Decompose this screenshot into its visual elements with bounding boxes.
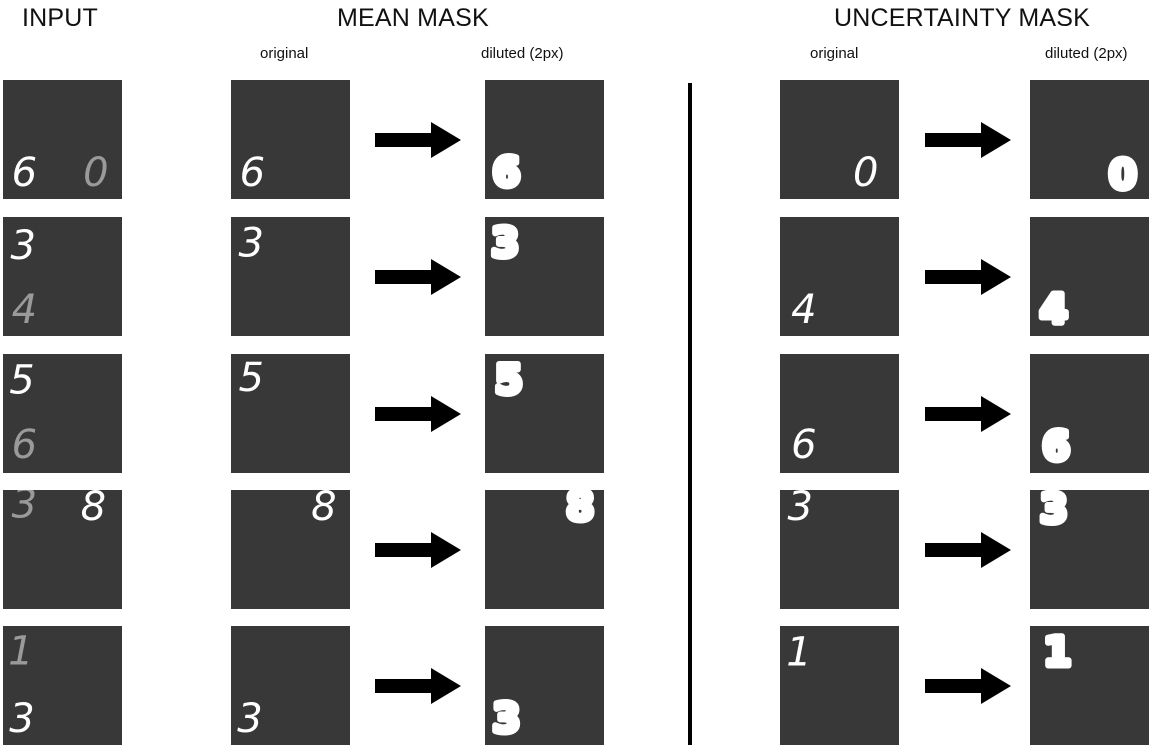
input-digit-2-1: 3 <box>10 223 35 269</box>
mean-arrow-2 <box>375 259 461 295</box>
mean-diluted-digit-4: 8 <box>566 490 594 530</box>
section-divider <box>688 83 692 745</box>
mean-diluted-label: diluted (2px) <box>481 45 564 62</box>
uncertainty-arrow-2 <box>925 259 1011 295</box>
uncertainty-original-digit-3: 6 <box>791 422 816 468</box>
uncertainty-diluted-panel-4: 3 <box>1030 490 1149 609</box>
mean-original-label: original <box>260 45 309 62</box>
uncertainty-original-panel-3: 6 <box>780 354 899 473</box>
uncertainty-diluted-panel-2: 4 <box>1030 217 1149 336</box>
input-digit-5-2: 3 <box>9 696 34 742</box>
mean-diluted-digit-3: 5 <box>495 358 523 404</box>
uncertainty-arrow-1 <box>925 122 1011 158</box>
uncertainty-diluted-panel-1: 0 <box>1030 80 1149 199</box>
input-digit-5-1: 1 <box>8 628 33 674</box>
uncertainty-diluted-digit-5: 1 <box>1043 630 1071 676</box>
mean-diluted-digit-2: 3 <box>491 221 519 267</box>
uncertainty-original-digit-2: 4 <box>791 287 816 333</box>
input-digit-1-2: 0 <box>83 150 108 196</box>
mean-diluted-panel-5: 3 <box>485 626 604 745</box>
mean-mask-heading: MEAN MASK <box>337 4 489 32</box>
uncertainty-original-digit-4: 3 <box>787 490 812 530</box>
input-digit-1-1: 6 <box>12 150 37 196</box>
uncertainty-diluted-digit-2: 4 <box>1040 287 1068 333</box>
mean-arrow-1 <box>375 122 461 158</box>
uncertainty-diluted-digit-1: 0 <box>1109 153 1137 199</box>
mean-diluted-digit-1: 6 <box>492 150 520 196</box>
input-digit-2-2: 4 <box>12 287 37 333</box>
input-digit-3-1: 5 <box>9 358 34 404</box>
input-digit-4-2: 8 <box>81 490 106 530</box>
mean-diluted-panel-1: 6 <box>485 80 604 199</box>
mean-original-digit-5: 3 <box>237 696 262 742</box>
mean-original-panel-5: 3 <box>231 626 350 745</box>
mean-original-panel-3: 5 <box>231 354 350 473</box>
mean-arrow-5 <box>375 668 461 704</box>
uncertainty-diluted-panel-5: 1 <box>1030 626 1149 745</box>
uncertainty-original-panel-5: 1 <box>780 626 899 745</box>
uncertainty-diluted-panel-3: 6 <box>1030 354 1149 473</box>
mean-original-digit-2: 3 <box>238 221 263 267</box>
mean-original-digit-3: 5 <box>238 355 263 401</box>
uncertainty-original-label: original <box>810 45 859 62</box>
mean-original-digit-1: 6 <box>240 150 265 196</box>
uncertainty-diluted-digit-3: 6 <box>1042 424 1070 470</box>
uncertainty-original-panel-4: 3 <box>780 490 899 609</box>
input-heading: INPUT <box>22 4 98 32</box>
mean-original-panel-1: 6 <box>231 80 350 199</box>
mean-diluted-panel-2: 3 <box>485 217 604 336</box>
mean-diluted-panel-3: 5 <box>485 354 604 473</box>
input-digit-4-1: 3 <box>12 490 37 528</box>
mean-diluted-digit-5: 3 <box>492 696 520 742</box>
uncertainty-original-panel-2: 4 <box>780 217 899 336</box>
mean-original-digit-4: 8 <box>311 490 336 530</box>
uncertainty-arrow-3 <box>925 396 1011 432</box>
mean-arrow-4 <box>375 532 461 568</box>
uncertainty-diluted-digit-4: 3 <box>1040 490 1068 532</box>
uncertainty-original-digit-1: 0 <box>853 150 878 196</box>
uncertainty-original-digit-5: 1 <box>786 630 811 676</box>
uncertainty-arrow-4 <box>925 532 1011 568</box>
uncertainty-original-panel-1: 0 <box>780 80 899 199</box>
mean-diluted-panel-4: 8 <box>485 490 604 609</box>
mean-original-panel-2: 3 <box>231 217 350 336</box>
uncertainty-diluted-label: diluted (2px) <box>1045 45 1128 62</box>
uncertainty-mask-heading: UNCERTAINTY MASK <box>834 4 1091 32</box>
mean-arrow-3 <box>375 396 461 432</box>
uncertainty-arrow-5 <box>925 668 1011 704</box>
mean-original-panel-4: 8 <box>231 490 350 609</box>
input-digit-3-2: 6 <box>12 422 37 468</box>
